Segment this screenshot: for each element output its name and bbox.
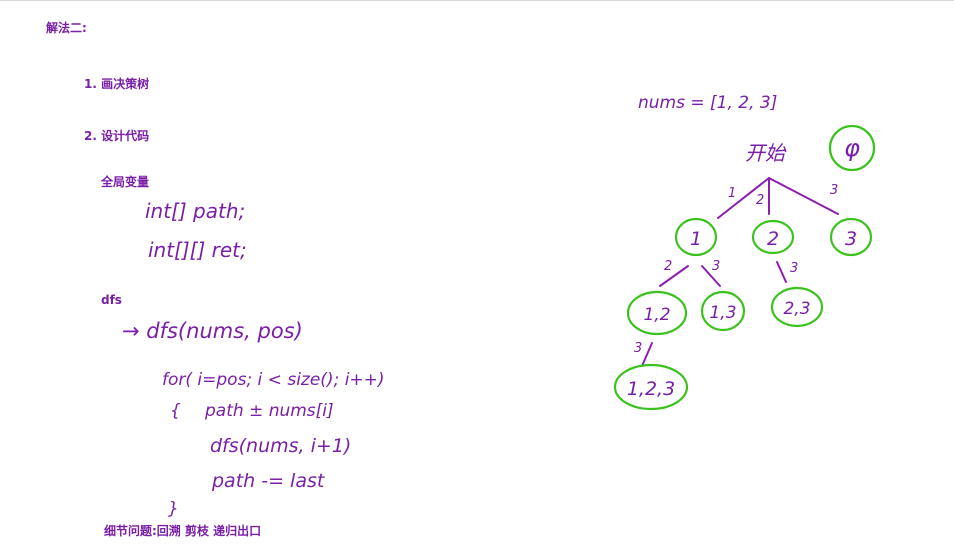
tree-node-2 xyxy=(751,219,795,255)
dfs-signature: → dfs(nums, pos) xyxy=(122,319,303,343)
ret-declaration: int[][] ret; xyxy=(148,238,247,262)
tree-edge-root-1 xyxy=(717,177,770,219)
edge-label-23: 3 xyxy=(790,261,798,276)
tree-edge-1-13 xyxy=(701,265,721,287)
close-brace: } xyxy=(168,499,179,519)
tree-node-3 xyxy=(829,217,873,257)
edge-label-123: 3 xyxy=(634,341,642,356)
tree-node-23-label: 2,3 xyxy=(783,299,810,319)
nums-label: nums = [1, 2, 3] xyxy=(638,93,777,113)
tree-node-1 xyxy=(674,217,718,257)
tree-edge-1-12 xyxy=(659,265,689,287)
global-vars-label: 全局变量 xyxy=(101,175,150,189)
tree-node-123-label: 1,2,3 xyxy=(627,378,675,400)
edge-label-2: 2 xyxy=(756,193,764,208)
tree-node-12 xyxy=(626,290,688,336)
tree-node-1-label: 1 xyxy=(690,228,702,250)
tree-edge-root-3 xyxy=(768,177,839,215)
tree-node-123 xyxy=(613,363,689,411)
dfs-label: dfs xyxy=(101,293,122,307)
edge-label-13: 3 xyxy=(712,259,720,274)
for-loop: for( i=pos; i < size(); i++) xyxy=(162,370,385,390)
top-divider xyxy=(0,0,954,1)
tree-node-root-label: φ xyxy=(844,134,860,162)
edge-label-3: 3 xyxy=(830,183,838,198)
path-remove: path -= last xyxy=(211,470,326,492)
path-declaration: int[] path; xyxy=(145,199,245,223)
tree-node-13-label: 1,3 xyxy=(709,303,736,323)
tree-node-13 xyxy=(700,290,746,332)
edge-label-12: 2 xyxy=(664,259,672,274)
tree-node-root xyxy=(828,124,876,172)
path-add: path ± nums[i] xyxy=(204,401,334,421)
tree-node-3-label: 3 xyxy=(845,228,857,250)
step-2-heading: 2. 设计代码 xyxy=(84,129,150,143)
tree-node-12-label: 1,2 xyxy=(643,305,670,325)
solution-title: 解法二: xyxy=(46,21,87,35)
tree-edge-12-123 xyxy=(641,342,653,367)
details-heading: 细节问题:回溯 剪枝 递归出口 xyxy=(104,524,262,538)
tree-node-23 xyxy=(770,286,824,328)
start-label: 开始 xyxy=(745,141,787,165)
dfs-recursive-call: dfs(nums, i+1) xyxy=(210,435,351,457)
step-1-heading: 1. 画决策树 xyxy=(84,77,150,91)
tree-edge-2-23 xyxy=(776,261,787,283)
open-brace: { xyxy=(170,401,181,421)
tree-node-2-label: 2 xyxy=(767,228,779,250)
edge-label-1: 1 xyxy=(728,186,736,201)
